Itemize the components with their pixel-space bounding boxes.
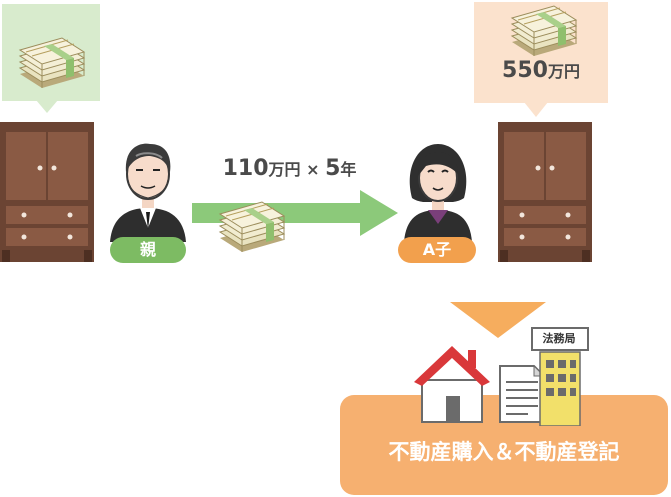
parent-person-icon — [110, 143, 186, 242]
savings-bubble-left-tail — [36, 100, 58, 113]
accumulated-amount-unit: 万円 — [547, 62, 580, 81]
transfer-years-unit: 年 — [340, 160, 357, 179]
money-stack-icon — [19, 37, 85, 89]
office-building-icon — [531, 327, 589, 426]
house-icon — [414, 346, 490, 423]
flow-down-arrow — [450, 302, 546, 338]
money-stack-icon — [511, 5, 577, 57]
child-label: A子 — [398, 237, 476, 263]
result-label: 不動産購入＆不動産登記 — [388, 440, 620, 464]
transfer-years-number: 5 — [325, 156, 341, 181]
parent-label: 親 — [110, 237, 186, 263]
child-person-icon — [404, 144, 472, 242]
savings-bubble-right-tail — [524, 102, 548, 117]
transfer-amount-number: 110 — [222, 156, 269, 181]
transfer-times-sign: × — [300, 160, 326, 179]
cabinet-left-icon — [0, 122, 94, 262]
accumulated-amount-number: 550 — [502, 58, 548, 83]
accumulated-amount: 550万円 — [474, 58, 608, 83]
transfer-amount-label: 110万円 × 5年 — [192, 156, 387, 181]
transfer-amount-unit: 万円 — [268, 160, 301, 179]
cabinet-right-icon — [498, 122, 592, 262]
office-label: 法務局 — [542, 332, 576, 345]
money-stack-icon — [219, 201, 285, 253]
